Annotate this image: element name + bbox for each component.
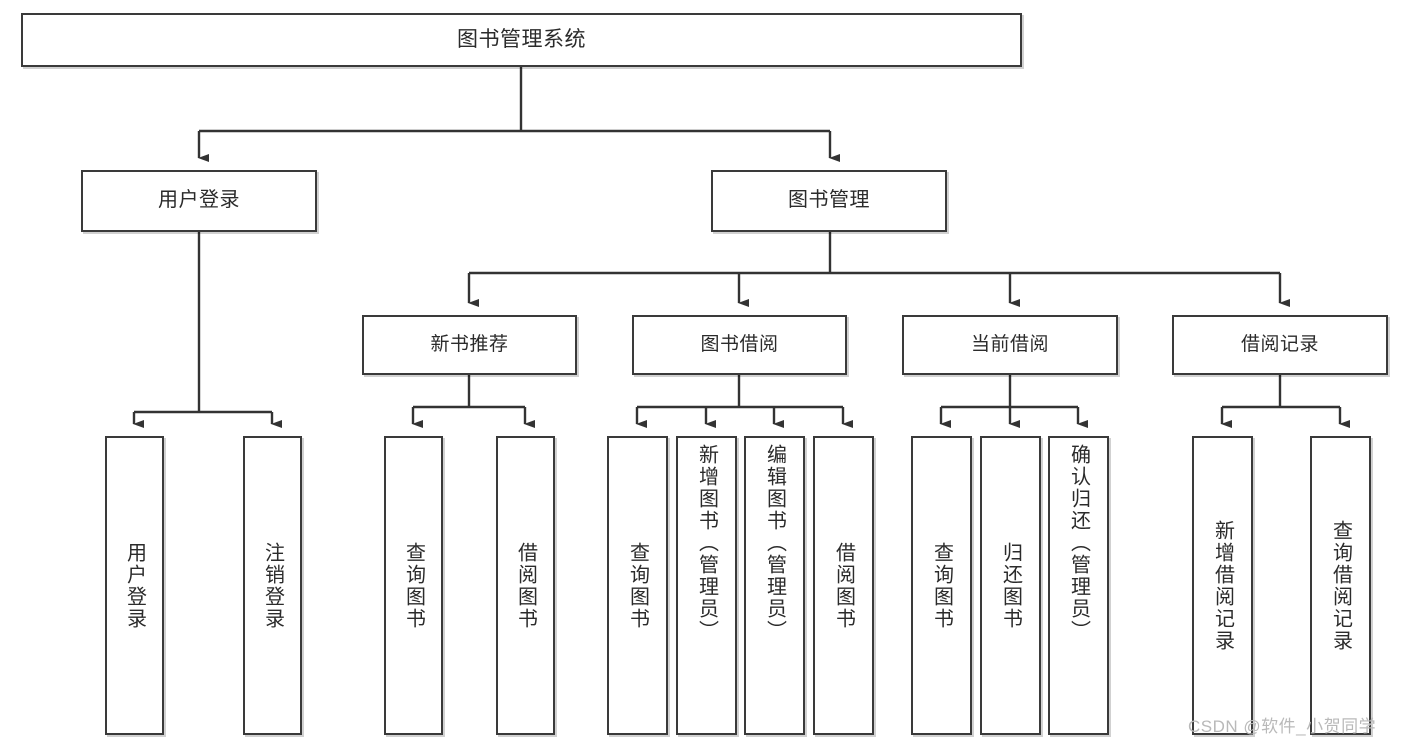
- leaf-return-book-label: 归还图书: [999, 541, 1022, 630]
- leaf-query-book-3[interactable]: 查询图书: [911, 436, 972, 735]
- leaf-borrow-book-1-label: 借阅图书: [514, 541, 537, 630]
- node-borrow-record-label: 借阅记录: [1240, 333, 1319, 355]
- csdn-watermark: CSDN @软件_小贺同学: [1188, 717, 1377, 736]
- leaf-add-book[interactable]: 新增图书（管理员）: [676, 436, 737, 735]
- leaf-query-book-1[interactable]: 查询图书: [384, 436, 443, 735]
- node-current-borrow-label: 当前借阅: [970, 333, 1049, 355]
- node-root[interactable]: 图书管理系统: [21, 13, 1022, 67]
- node-book-borrow-label: 图书借阅: [700, 333, 779, 355]
- node-user-login[interactable]: 用户登录: [81, 170, 317, 232]
- leaf-add-borrow-record-label: 新增借阅记录: [1211, 519, 1234, 652]
- leaf-add-book-label: 新增图书（管理员）: [695, 444, 718, 642]
- leaf-user-login-label: 用户登录: [123, 541, 146, 630]
- leaf-query-book-1-label: 查询图书: [402, 541, 425, 630]
- leaf-confirm-return[interactable]: 确认归还（管理员）: [1048, 436, 1109, 735]
- leaf-user-login[interactable]: 用户登录: [105, 436, 164, 735]
- node-current-borrow[interactable]: 当前借阅: [902, 315, 1118, 375]
- leaf-query-borrow-record-label: 查询借阅记录: [1329, 519, 1352, 652]
- leaf-edit-book-label: 编辑图书（管理员）: [763, 444, 786, 642]
- node-new-book-recommend-label: 新书推荐: [430, 333, 509, 355]
- leaf-user-logout-label: 注销登录: [261, 541, 284, 630]
- node-root-label: 图书管理系统: [457, 27, 586, 51]
- leaf-query-book-2[interactable]: 查询图书: [607, 436, 668, 735]
- leaf-user-logout[interactable]: 注销登录: [243, 436, 302, 735]
- leaf-borrow-book-1[interactable]: 借阅图书: [496, 436, 555, 735]
- leaf-confirm-return-label: 确认归还（管理员）: [1067, 444, 1090, 642]
- leaf-return-book[interactable]: 归还图书: [980, 436, 1041, 735]
- node-book-manage[interactable]: 图书管理: [711, 170, 947, 232]
- leaf-query-book-2-label: 查询图书: [626, 541, 649, 630]
- node-borrow-record[interactable]: 借阅记录: [1172, 315, 1388, 375]
- leaf-query-book-3-label: 查询图书: [930, 541, 953, 630]
- leaf-borrow-book-2[interactable]: 借阅图书: [813, 436, 874, 735]
- leaf-add-borrow-record[interactable]: 新增借阅记录: [1192, 436, 1253, 735]
- leaf-borrow-book-2-label: 借阅图书: [832, 541, 855, 630]
- leaf-edit-book[interactable]: 编辑图书（管理员）: [744, 436, 805, 735]
- node-user-login-label: 用户登录: [158, 189, 240, 212]
- node-new-book-recommend[interactable]: 新书推荐: [362, 315, 577, 375]
- node-book-manage-label: 图书管理: [788, 189, 870, 212]
- leaf-query-borrow-record[interactable]: 查询借阅记录: [1310, 436, 1371, 735]
- node-book-borrow[interactable]: 图书借阅: [632, 315, 847, 375]
